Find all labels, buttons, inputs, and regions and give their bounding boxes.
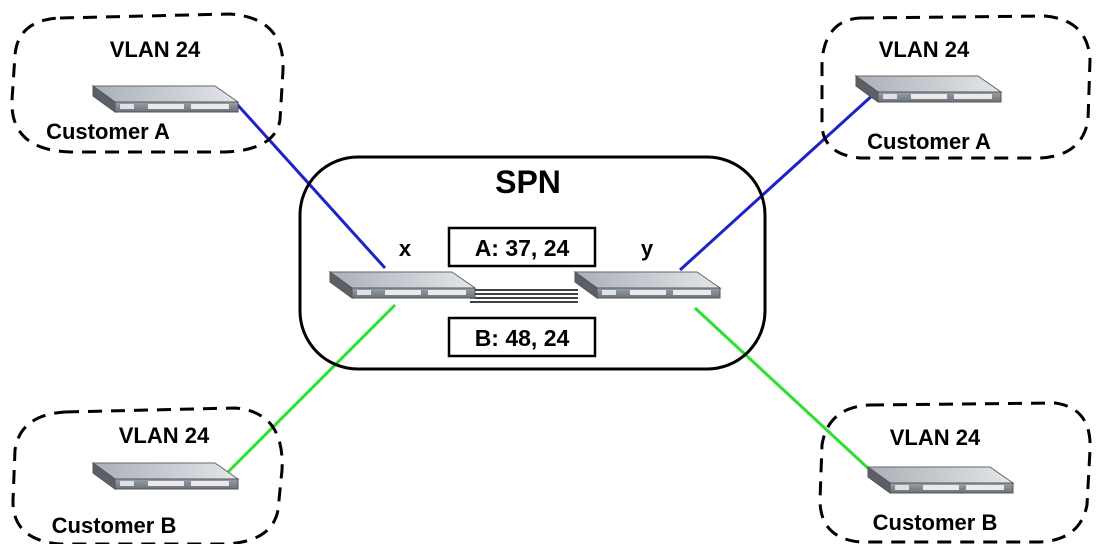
network-switch-icon bbox=[866, 466, 1015, 494]
switch-site-1 bbox=[91, 85, 240, 113]
link-customer-b-right bbox=[693, 306, 872, 472]
switch-site-4 bbox=[866, 466, 1015, 494]
tag-b: B: 48, 24 bbox=[475, 325, 570, 351]
site-2-customer: Customer A bbox=[867, 129, 991, 154]
tag-a: A: 37, 24 bbox=[475, 235, 570, 261]
switch-site-3 bbox=[91, 462, 240, 490]
site-1-customer: Customer A bbox=[46, 119, 170, 144]
tag-box-b bbox=[447, 316, 597, 358]
switch-y bbox=[573, 271, 722, 299]
switch-x bbox=[328, 271, 477, 299]
network-switch-icon bbox=[328, 271, 477, 299]
link-customer-a-left bbox=[233, 100, 387, 270]
link-customer-b-left bbox=[220, 303, 397, 480]
switch-x-label: x bbox=[399, 236, 412, 261]
site-1-vlan: VLAN 24 bbox=[110, 37, 201, 62]
trunk-link bbox=[470, 289, 578, 303]
site-boundary-top-left bbox=[10, 12, 285, 154]
site-3-customer: Customer B bbox=[52, 513, 177, 538]
network-switch-icon bbox=[91, 462, 240, 490]
site-2-vlan: VLAN 24 bbox=[879, 37, 970, 62]
network-switch-icon bbox=[573, 271, 722, 299]
site-boundary-top-right bbox=[820, 14, 1092, 160]
switch-y-label: y bbox=[641, 236, 654, 261]
site-boundary-bottom-right bbox=[818, 401, 1092, 544]
spn-label: SPN bbox=[495, 164, 561, 200]
tag-box-a bbox=[447, 226, 597, 268]
network-switch-icon bbox=[91, 85, 240, 113]
site-4-customer: Customer B bbox=[873, 510, 998, 535]
switch-site-2 bbox=[854, 75, 1003, 103]
site-3-vlan: VLAN 24 bbox=[119, 423, 210, 448]
site-4-vlan: VLAN 24 bbox=[890, 425, 981, 450]
site-boundary-bottom-left bbox=[11, 406, 284, 544]
link-customer-a-right bbox=[678, 91, 877, 272]
network-switch-icon bbox=[854, 75, 1003, 103]
spn-boundary bbox=[298, 155, 767, 371]
